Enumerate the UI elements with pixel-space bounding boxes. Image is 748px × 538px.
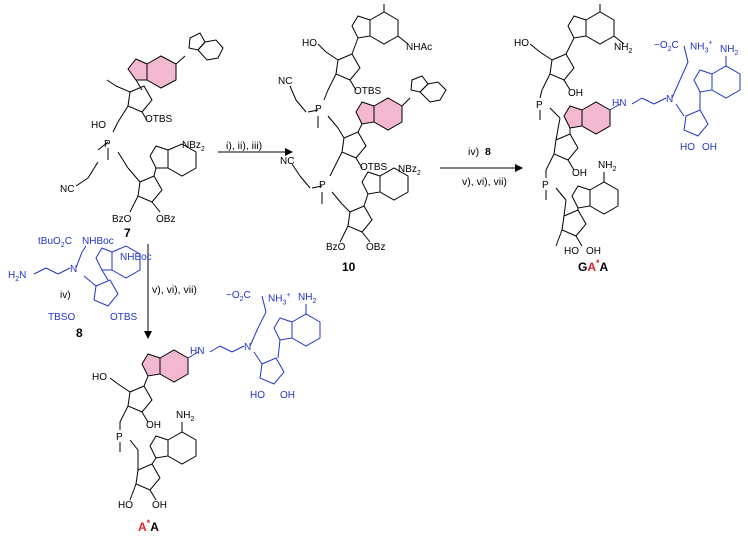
- label-gaa-nh2-blue: NH2: [720, 44, 739, 57]
- label-aa-oh-2: OH: [152, 500, 167, 511]
- label-10-otbs-1: OTBS: [354, 86, 382, 97]
- label-aa-ho: HO: [92, 372, 107, 383]
- label-10-otbs-2: OTBS: [360, 162, 388, 173]
- label-aa-ho-2: HO: [118, 500, 133, 511]
- purine-pink-aa: [159, 349, 189, 383]
- label-7-p: P: [104, 139, 111, 150]
- label-gaa-oh-1: OH: [568, 88, 583, 99]
- compound-10-structure: [289, 4, 447, 243]
- label-aa-nh2-blue: NH2: [298, 292, 317, 305]
- label-gaa-n: N: [666, 94, 674, 105]
- label-gaa-p-2: P: [542, 180, 549, 191]
- compound-aa-structure: [109, 349, 197, 501]
- label-7-otbs: OTBS: [145, 114, 173, 125]
- label-10-p-2: P: [319, 180, 326, 191]
- label-10-cn-2: NC: [280, 156, 295, 167]
- label-gaa-oh-blue: OH: [702, 142, 717, 153]
- condition-step1: i), ii), iii): [226, 140, 263, 152]
- label-aa-hn: HN: [190, 346, 205, 357]
- label-7-nbz: NBz2: [182, 140, 205, 153]
- purine-pink-10: [373, 97, 403, 131]
- label-10-bzo: BzO: [326, 242, 346, 253]
- compound-gaa-blue-arm: [609, 45, 741, 137]
- label-8-nhboc-1: NHBoc: [82, 236, 114, 247]
- label-gaa-nh2-a: NH2: [598, 160, 617, 173]
- label-aa-oh-blue: OH: [280, 390, 295, 401]
- label-aa-nh2: NH2: [176, 410, 195, 423]
- label-gaa-hn: HN: [612, 98, 627, 109]
- label-gaa-co2: −O2C: [654, 40, 679, 53]
- label-gaa-p-1: P: [536, 100, 543, 111]
- label-gaa-nh2: NH2: [614, 42, 633, 55]
- compound-8-structure: [33, 245, 141, 307]
- compound-gaa-structure: [529, 4, 625, 247]
- label-10-ho: HO: [302, 38, 317, 49]
- label-7-bzo: BzO: [112, 214, 132, 225]
- compound-7-label: 7: [124, 226, 131, 240]
- label-10-p-1: P: [315, 104, 322, 115]
- label-10-cn-1: NC: [278, 76, 293, 87]
- compound-aa-label: A*A: [138, 518, 159, 534]
- label-10-obz: OBz: [366, 242, 386, 253]
- label-8-otbs: OTBS: [110, 312, 138, 323]
- compound-8-label: 8: [76, 326, 83, 340]
- label-aa-nh3: NH3+: [268, 292, 291, 307]
- purine-pink-gaa: [581, 101, 611, 135]
- label-aa-ho-blue: HO: [250, 390, 265, 401]
- label-8-nhboc-2: NHBoc: [120, 252, 152, 263]
- condition-step3: v), vi), vii): [152, 284, 197, 296]
- label-gaa-oh-b: OH: [586, 246, 601, 257]
- purine-pink-7: [146, 55, 177, 89]
- label-8-h2n: H2N: [8, 270, 27, 283]
- label-8-tbso: TBSO: [48, 312, 76, 323]
- label-aa-n: N: [244, 342, 252, 353]
- label-7-obz: OBz: [156, 214, 176, 225]
- label-8-tbuo2c: tBuO2C: [38, 236, 72, 249]
- condition-step2-bottom: v), vi), vii): [462, 176, 507, 188]
- label-aa-p: P: [116, 432, 123, 443]
- label-aa-co2: −O2C: [226, 290, 251, 303]
- label-gaa-ho-b: HO: [564, 246, 579, 257]
- label-8-iv: iv): [60, 290, 71, 301]
- label-gaa-ho-blue: HO: [680, 142, 695, 153]
- compound-gaa-label: GA*A: [578, 258, 609, 274]
- label-8-n: N: [70, 264, 78, 275]
- compound-10-label: 10: [342, 260, 356, 274]
- label-gaa-oh-2: OH: [572, 168, 587, 179]
- label-7-ho: HO: [91, 120, 106, 131]
- compound-aa-blue-arm: [187, 295, 321, 385]
- label-gaa-nh3: NH3+: [690, 40, 713, 55]
- label-10-nbz: NBz2: [398, 164, 421, 177]
- label-gaa-ho: HO: [514, 38, 529, 49]
- label-aa-oh-1: OH: [146, 420, 161, 431]
- compound-7-structure: [75, 32, 224, 213]
- condition-step2-top: iv) 8: [468, 146, 491, 158]
- label-7-nc: NC: [60, 184, 75, 195]
- label-10-nhac: NHAc: [406, 42, 433, 53]
